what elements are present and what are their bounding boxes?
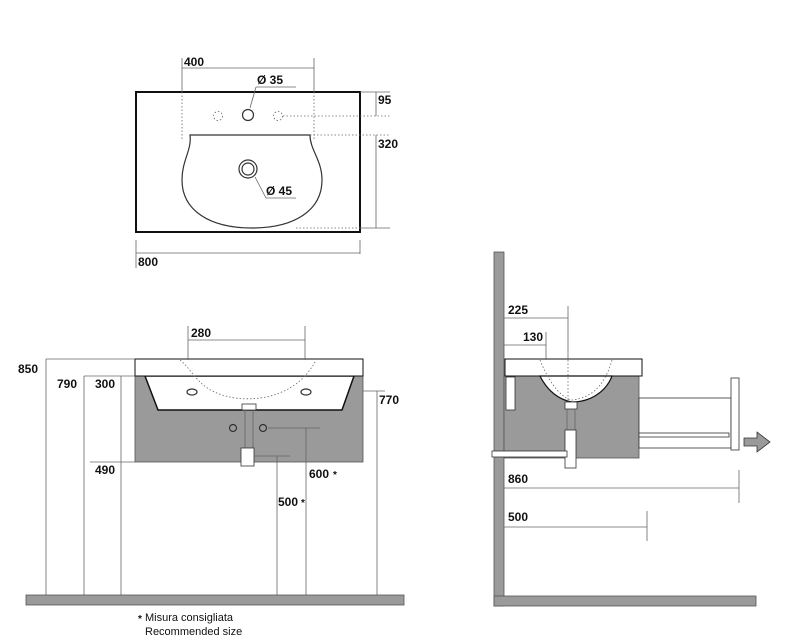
siphon-trap <box>240 447 255 467</box>
overflow-left <box>186 388 198 396</box>
tap-hole <box>241 108 255 122</box>
height-850-label: 850 <box>18 362 38 376</box>
floor-depth-500-label: 500 <box>508 510 528 524</box>
valve-a <box>228 423 238 433</box>
floor-side <box>493 595 757 607</box>
tap-hole-diameter-label: Ø 35 <box>257 73 283 87</box>
height-770-label: 770 <box>379 393 399 407</box>
drawer-front <box>730 377 740 451</box>
drain-inner <box>241 162 255 176</box>
wall-side <box>493 251 505 607</box>
inlet-star: * <box>301 498 305 509</box>
drawer-extension-860-label: 860 <box>508 472 528 486</box>
front-view: 280 850 790 300 490 770 600 * 500 * <box>18 326 405 606</box>
footnote-star: * <box>138 614 142 625</box>
basin-top-outline <box>135 91 361 233</box>
footnote-english: Recommended size <box>145 626 242 638</box>
cabinet-bottom-490-label: 490 <box>95 463 115 477</box>
top-view: 400 Ø 35 Ø 45 95 320 800 <box>135 55 398 269</box>
footnote-italian: Misura consigliata <box>145 612 234 624</box>
height-790-label: 790 <box>57 377 77 391</box>
back-depth-95-label: 95 <box>378 93 392 107</box>
drain-diameter-label: Ø 45 <box>266 184 292 198</box>
waste-pipe <box>491 450 568 458</box>
floor-front <box>25 594 405 606</box>
drawer-box <box>638 397 732 449</box>
cabinet-height-300-label: 300 <box>95 377 115 391</box>
depth-225-label: 225 <box>508 303 528 317</box>
bowl-depth-320-label: 320 <box>378 137 398 151</box>
optional-hole-left <box>213 111 223 121</box>
drawer-rail <box>638 432 730 438</box>
drain-outer <box>238 159 258 179</box>
outlet-star: * <box>333 470 337 481</box>
optional-hole-right <box>273 111 283 121</box>
pull-arrow-icon <box>743 431 771 453</box>
bowl-width-280-label: 280 <box>191 326 211 340</box>
spacing-400-label: 400 <box>184 55 204 69</box>
basin-side-slab <box>504 358 643 377</box>
siphon-neck <box>241 403 257 411</box>
side-siphon-neck <box>564 401 578 410</box>
bowl-outline <box>181 134 323 229</box>
basin-top-slab <box>134 358 364 377</box>
wall-bracket <box>505 376 516 411</box>
side-siphon-trap <box>564 429 577 469</box>
outlet-height-600-label: 600 <box>309 467 329 481</box>
side-view: 225 130 860 500 <box>491 251 771 607</box>
overflow-right <box>300 388 312 396</box>
inlet-height-500-label: 500 <box>278 495 298 509</box>
footnote: * Misura consigliata Recommended size <box>138 612 242 638</box>
width-800-label: 800 <box>138 255 158 269</box>
depth-130-label: 130 <box>523 330 543 344</box>
valve-b <box>258 423 268 433</box>
